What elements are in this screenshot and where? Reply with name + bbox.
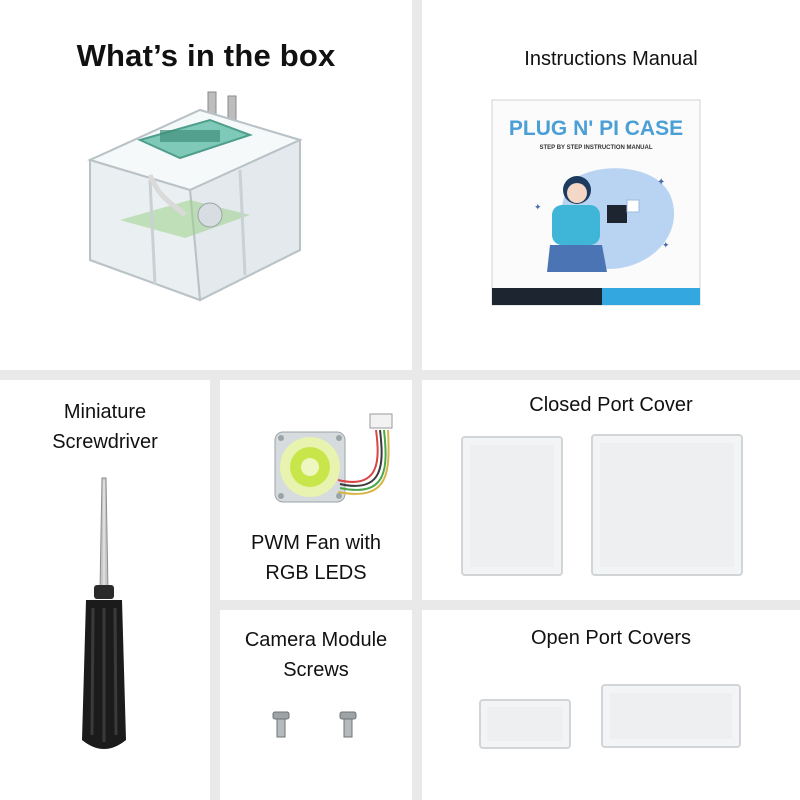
manual-book-title: PLUG N' PI CASE	[509, 117, 683, 140]
manual-label: Instructions Manual	[524, 48, 698, 70]
tile-open-port-covers: Open Port Covers	[422, 610, 800, 800]
camera-screws-label-line1: Camera Module	[244, 629, 388, 651]
screwdriver-image	[82, 477, 126, 749]
fan-label-line2: RGB LEDS	[265, 562, 367, 584]
camera-screws-label-line2: Screws	[283, 659, 349, 681]
fan-label-line1: PWM Fan with	[250, 532, 382, 554]
open-covers-image	[479, 684, 741, 749]
closed-cover-image	[461, 434, 743, 576]
tile-case: What’s in the box	[0, 0, 412, 370]
closed-cover-label: Closed Port Cover	[529, 394, 693, 416]
manual-image: PLUG N' PI CASE STEP BY STEP INSTRUCTION…	[491, 99, 701, 306]
tile-manual: Instructions Manual PLUG N' PI CASE STEP…	[422, 0, 800, 370]
svg-text:✦: ✦	[657, 177, 665, 188]
tile-fan: PWM Fan with RGB LEDS	[220, 380, 412, 600]
svg-text:✦: ✦	[662, 240, 670, 250]
tile-screwdriver: Miniature Screwdriver	[0, 380, 210, 800]
fan-image	[274, 413, 393, 503]
screwdriver-label-line2: Screwdriver	[52, 431, 158, 453]
page-title: What’s in the box	[76, 38, 336, 73]
open-covers-label: Open Port Covers	[530, 627, 692, 649]
case-image	[87, 91, 303, 302]
svg-text:✦: ✦	[534, 202, 542, 212]
tile-camera-screws: Camera Module Screws	[220, 610, 412, 800]
camera-screws-image	[272, 711, 357, 738]
tile-closed-port-cover: Closed Port Cover	[422, 380, 800, 600]
screwdriver-label-line1: Miniature	[63, 401, 147, 423]
manual-book-subtitle: STEP BY STEP INSTRUCTION MANUAL	[539, 145, 652, 151]
